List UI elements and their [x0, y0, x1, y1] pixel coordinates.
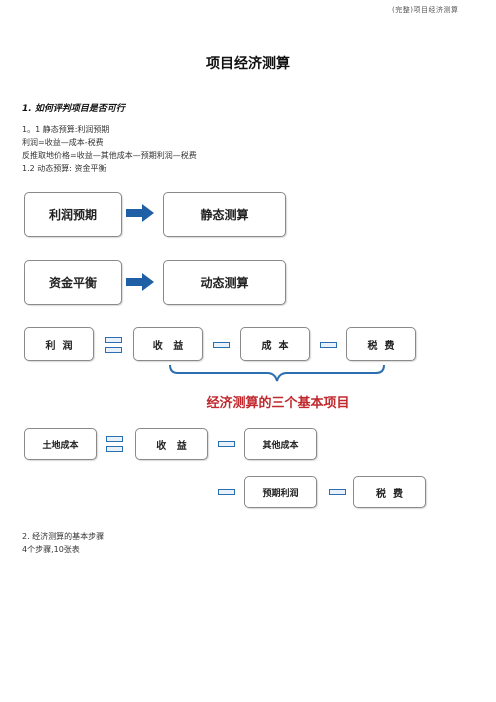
section-1-line-4: 1.2 动态预算: 资金平衡 [22, 164, 107, 173]
section-1-line-3: 反推取地价格=收益—其他成本—预期利润—税费 [22, 151, 197, 160]
document-title: 项目经济测算 [206, 56, 290, 72]
eq1-cost-box: 成 本 [240, 327, 310, 361]
arrow-right-icon [126, 273, 154, 291]
section-1-line-1: 1。1 静态预算:利润预期 [22, 125, 110, 134]
eq2-land-cost-box: 土地成本 [24, 428, 97, 460]
minus-sign [329, 489, 346, 495]
eq2-tax-box: 税 费 [353, 476, 426, 508]
section-1-line-2: 利润=收益—成本-税费 [22, 138, 104, 147]
eq1-profit-box: 利 润 [24, 327, 94, 361]
box-profit-expectation: 利润预期 [24, 192, 122, 237]
minus-sign [213, 342, 230, 348]
header-note: (完整)项目经济测算 [392, 6, 459, 14]
eq1-tax-box: 税 费 [346, 327, 416, 361]
box-static-calculation: 静态测算 [163, 192, 286, 237]
section-2-heading: 2. 经济测算的基本步骤 [22, 532, 105, 541]
equals-sign-bar-bottom [105, 347, 122, 353]
minus-sign [218, 441, 235, 447]
section-2-line: 4个步骤,10张表 [22, 545, 80, 554]
curly-brace-icon [169, 364, 385, 382]
section-1-heading: 1. 如何评判项目是否可行 [22, 104, 125, 114]
equals-sign-bar-bottom [106, 446, 123, 452]
arrow-right-icon [126, 204, 154, 222]
eq2-expected-profit-box: 预期利润 [244, 476, 317, 508]
equals-sign-bar-top [106, 436, 123, 442]
box-capital-balance: 资金平衡 [24, 260, 122, 305]
eq2-revenue-box: 收 益 [135, 428, 208, 460]
eq2-other-cost-box: 其他成本 [244, 428, 317, 460]
box-dynamic-calculation: 动态测算 [163, 260, 286, 305]
equals-sign-bar-top [105, 337, 122, 343]
eq1-revenue-box: 收 益 [133, 327, 203, 361]
three-basic-items-label: 经济测算的三个基本项目 [206, 396, 350, 411]
minus-sign [218, 489, 235, 495]
minus-sign [320, 342, 337, 348]
